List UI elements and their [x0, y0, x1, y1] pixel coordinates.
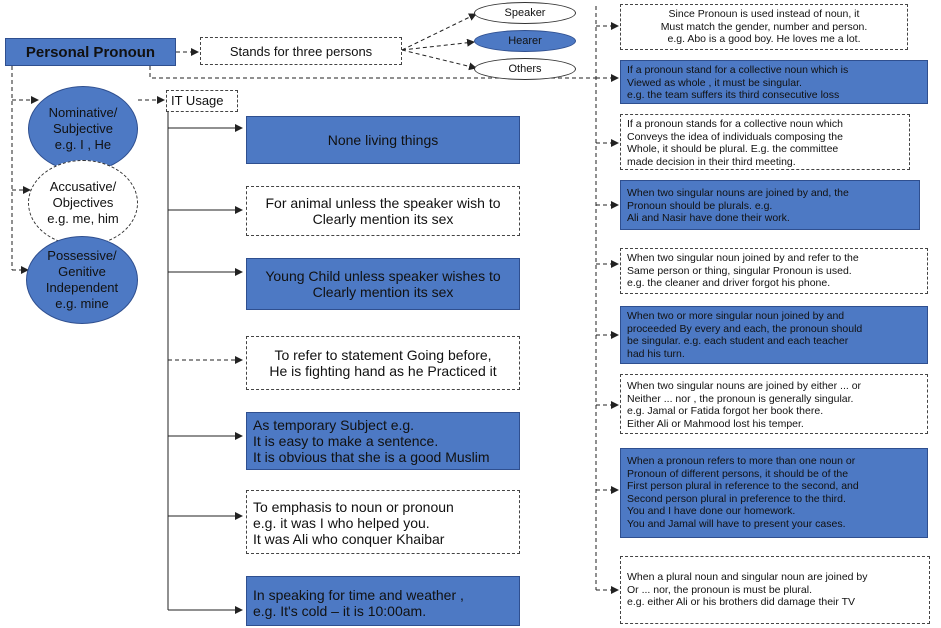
personal-pronoun-title: Personal Pronoun — [5, 38, 176, 66]
case-possessive: Possessive/ Genitive Independent e.g. mi… — [26, 236, 138, 324]
case-accusative: Accusative/ Objectives e.g. me, him — [28, 160, 138, 246]
usage-box: In speaking for time and weather , e.g. … — [246, 576, 520, 626]
rule-box: If a pronoun stands for a collective nou… — [620, 114, 910, 170]
usage-box: None living things — [246, 116, 520, 164]
it-usage-label: IT Usage — [166, 90, 238, 112]
usage-box: To refer to statement Going before, He i… — [246, 336, 520, 390]
stands-for-box: Stands for three persons — [200, 37, 402, 65]
rule-box: If a pronoun stand for a collective noun… — [620, 60, 928, 104]
rule-box: When a plural noun and singular noun are… — [620, 556, 930, 624]
person-speaker: Speaker — [474, 2, 576, 24]
usage-box: For animal unless the speaker wish to Cl… — [246, 186, 520, 236]
person-others: Others — [474, 58, 576, 80]
rule-box: When two singular noun joined by and ref… — [620, 248, 928, 294]
rule-box: Since Pronoun is used instead of noun, i… — [620, 4, 908, 50]
rule-box: When two singular nouns are joined by ei… — [620, 374, 928, 434]
usage-box: Young Child unless speaker wishes to Cle… — [246, 258, 520, 310]
person-hearer: Hearer — [474, 30, 576, 52]
usage-box: To emphasis to noun or pronoun e.g. it w… — [246, 490, 520, 554]
rule-box: When a pronoun refers to more than one n… — [620, 448, 928, 538]
rule-box: When two or more singular noun joined by… — [620, 306, 928, 364]
usage-box: As temporary Subject e.g. It is easy to … — [246, 412, 520, 470]
rule-box: When two singular nouns are joined by an… — [620, 180, 920, 230]
